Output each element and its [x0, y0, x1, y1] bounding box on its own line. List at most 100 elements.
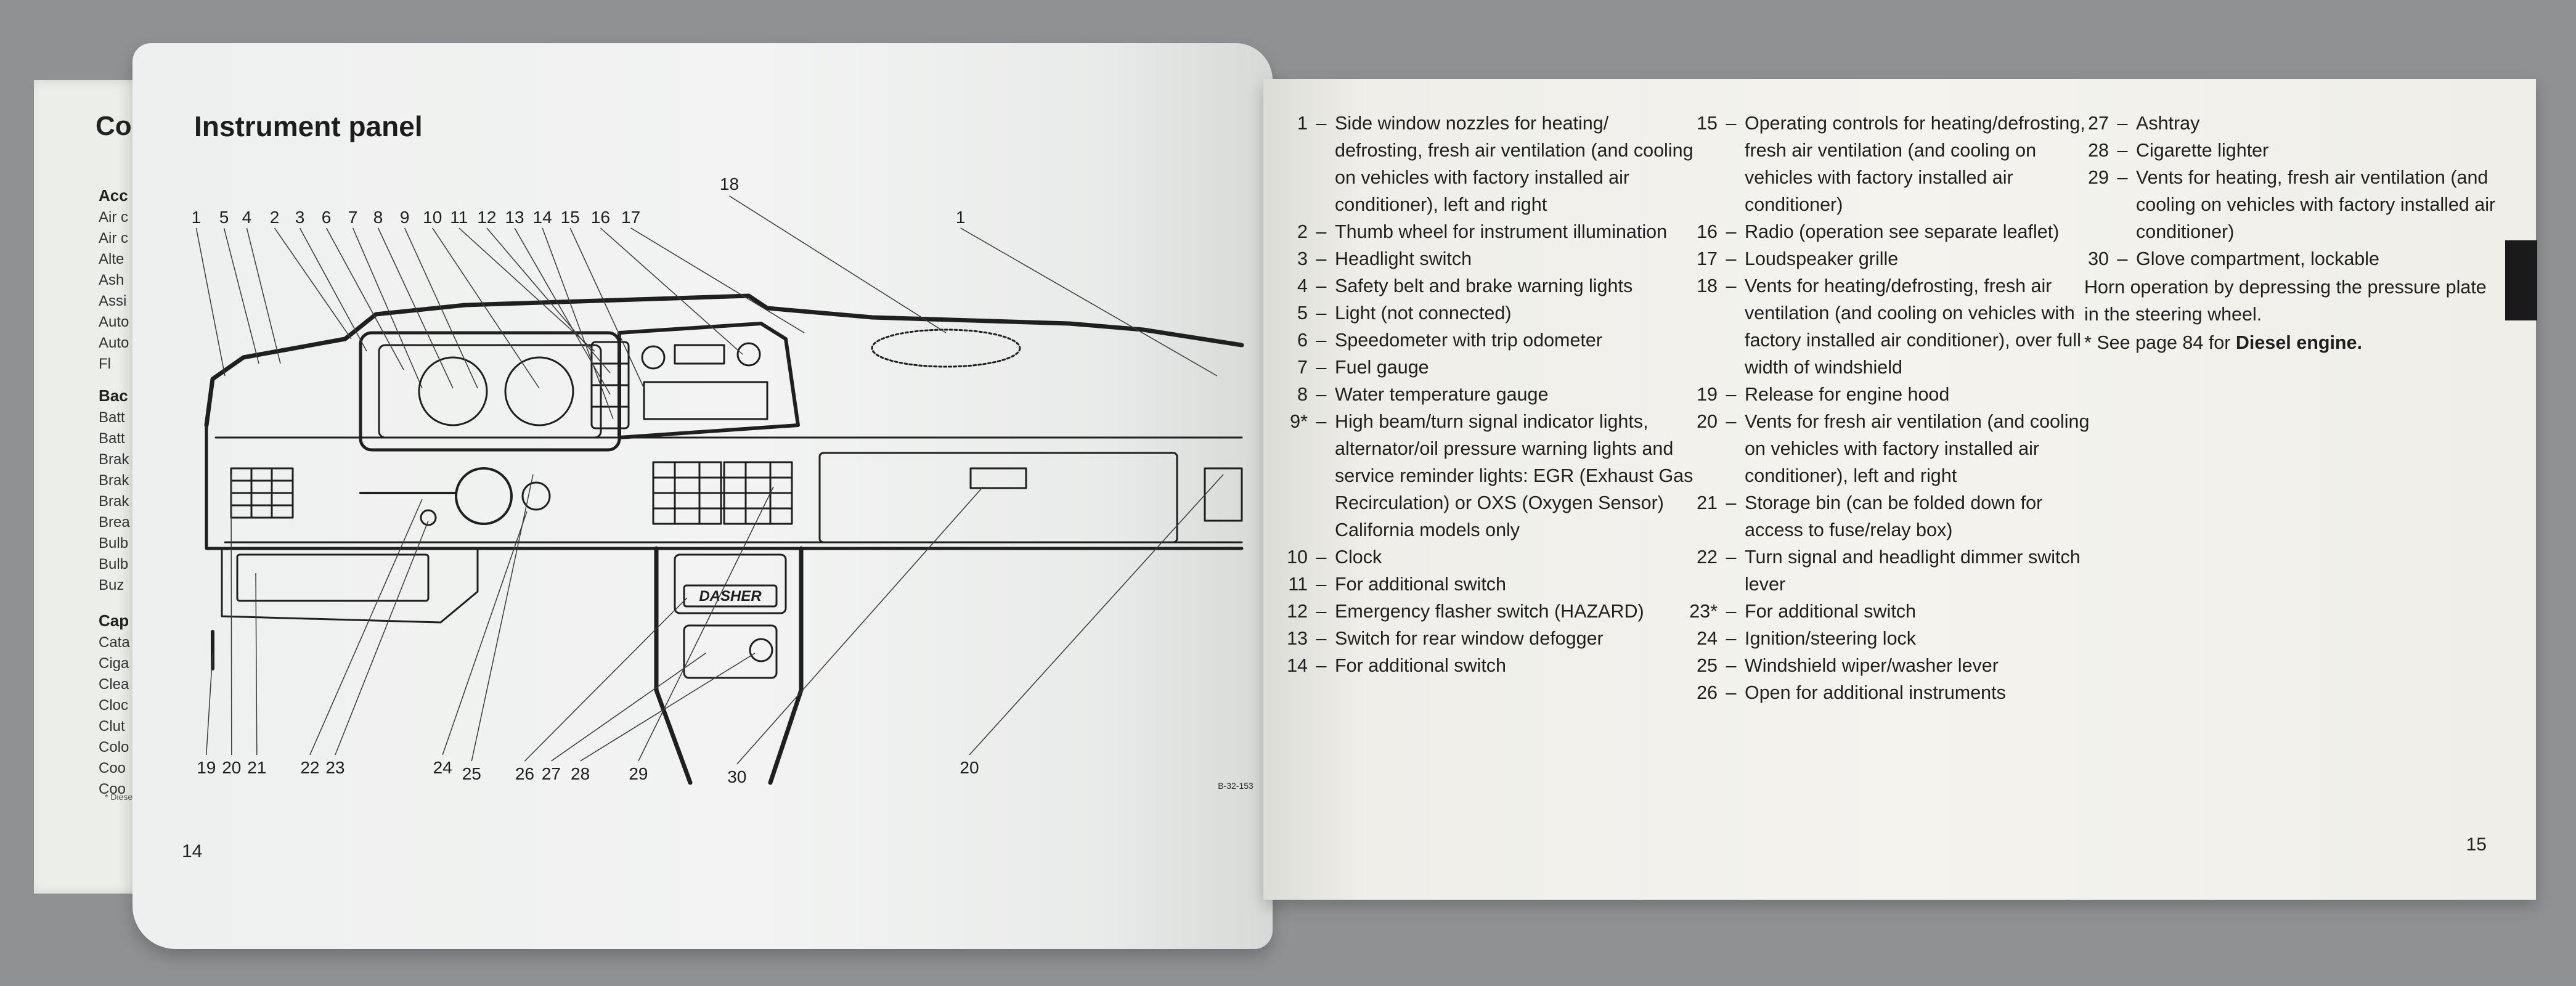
- legend-item: 27–Ashtray: [2077, 110, 2496, 137]
- contents-entry: Batt: [99, 409, 125, 426]
- legend-item: 1–Side window nozzles for heating/ defro…: [1276, 110, 1698, 218]
- loudspeaker-grille: [871, 328, 1021, 368]
- callout-leader: [335, 520, 429, 756]
- callout-number: 20: [960, 758, 979, 777]
- legend-num: 5: [1297, 303, 1308, 324]
- legend-dash: –: [1726, 411, 1737, 432]
- callout-number: 7: [348, 208, 358, 227]
- control-knob: [736, 342, 761, 367]
- contents-entry: Coo: [99, 760, 126, 776]
- page-title: Instrument panel: [194, 110, 423, 142]
- contents-entry: Clea: [99, 676, 129, 693]
- legend-txt: Light (not connected): [1335, 303, 1512, 324]
- legend-item: 10–Clock: [1276, 544, 1698, 571]
- center-console-outline: [654, 546, 693, 785]
- legend-dash: –: [1726, 682, 1737, 703]
- contents-entry: Bulb: [99, 556, 129, 572]
- callout-leader: [736, 486, 984, 765]
- legend-num: 19: [1697, 384, 1718, 405]
- callout-number: 19: [197, 758, 216, 777]
- legend-dash: –: [1316, 357, 1327, 378]
- dash-lower-outline: [205, 423, 1244, 550]
- legend-num: 18: [1697, 275, 1718, 296]
- callout-number: 2: [270, 208, 280, 227]
- legend-num: 28: [2088, 140, 2109, 161]
- callout-number: 9: [400, 208, 410, 227]
- contents-group-head: Cap: [99, 611, 129, 630]
- legend-txt: Vents for fresh air ventilation (and coo…: [1745, 411, 2090, 486]
- contents-entry: Fl: [99, 356, 111, 372]
- legend-txt: Emergency flasher switch (HAZARD): [1335, 601, 1644, 622]
- legend-item: 17–Loudspeaker grille: [1685, 245, 2098, 272]
- contents-group-head: Acc: [99, 186, 128, 205]
- contents-entry: Coo: [99, 781, 126, 797]
- legend-num: 27: [2088, 113, 2109, 134]
- legend-num: 30: [2088, 248, 2109, 269]
- instrument-cluster-face: [378, 344, 602, 439]
- callout-leader: [471, 474, 534, 762]
- legend-item: 2–Thumb wheel for instrument illuminatio…: [1276, 218, 1698, 245]
- callout-number: 1: [956, 208, 966, 227]
- legend-txt: For additional switch: [1745, 601, 1917, 622]
- radio-display: [674, 344, 725, 365]
- callout-leader: [352, 227, 423, 389]
- legend-dash: –: [1726, 248, 1737, 269]
- legend-item: 18–Vents for heating/defrosting, fresh a…: [1685, 272, 2098, 381]
- thumb-index-tab: [2505, 240, 2537, 320]
- contents-entry: Alte: [99, 251, 124, 267]
- diesel-footnote: * See page 84 for Diesel engine.: [2077, 329, 2496, 356]
- legend-txt: Water temperature gauge: [1335, 384, 1549, 405]
- glove-lock: [969, 467, 1027, 489]
- center-console-outline: [768, 546, 804, 785]
- legend-num: 24: [1697, 628, 1718, 649]
- right-page: 1–Side window nozzles for heating/ defro…: [1263, 79, 2537, 900]
- horn-note: Horn operation by depressing the pressur…: [2084, 277, 2487, 325]
- callout-leader: [960, 227, 1218, 377]
- callout-leader: [542, 227, 614, 420]
- contents-footnote: * Diese: [105, 792, 133, 802]
- callout-number: 15: [561, 208, 580, 227]
- callout-number: 25: [462, 764, 481, 783]
- legend-txt: Glove compartment, lockable: [2136, 248, 2379, 269]
- contents-entry: Cata: [99, 634, 130, 651]
- legend-num: 23*: [1689, 601, 1718, 622]
- callout-number: 29: [629, 764, 648, 783]
- legend-dash: –: [2117, 248, 2128, 269]
- ashtray: [683, 624, 778, 679]
- legend-txt: Speedometer with trip odometer: [1335, 330, 1602, 351]
- page-number-right: 15: [2466, 834, 2487, 855]
- legend-item: 3–Headlight switch: [1276, 245, 1698, 272]
- instrument-cluster-housing: [359, 331, 621, 452]
- cigarette-lighter: [749, 638, 773, 662]
- callout-number: 17: [621, 208, 640, 227]
- legend-item: 23*–For additional switch: [1685, 598, 2098, 625]
- contents-entry: Auto: [99, 335, 129, 351]
- legend-num: 22: [1697, 547, 1718, 568]
- storage-bin-lid: [236, 553, 430, 602]
- legend-txt: Safety belt and brake warning lights: [1335, 275, 1633, 296]
- dash-top-outline: [204, 293, 1244, 428]
- legend-dash: –: [1316, 303, 1327, 324]
- contents-entry: Cloc: [99, 697, 129, 714]
- contents-entry: Colo: [99, 739, 129, 756]
- legend-txt: Switch for rear window defogger: [1335, 628, 1604, 649]
- callout-number: 22: [300, 758, 319, 777]
- legend-item: 15–Operating controls for heating/defros…: [1685, 110, 2098, 218]
- contents-entry: Brak: [99, 472, 129, 489]
- callout-leader: [299, 227, 367, 352]
- callout-number: 6: [322, 208, 332, 227]
- legend-num: 21: [1697, 492, 1718, 513]
- ignition-lock: [521, 481, 551, 511]
- legend-item: 5–Light (not connected): [1276, 299, 1698, 327]
- legend-item: 7–Fuel gauge: [1276, 354, 1698, 381]
- legend-item: 24–Ignition/steering lock: [1685, 625, 2098, 652]
- legend-txt: For additional switch: [1335, 574, 1507, 595]
- callout-leader: [230, 474, 232, 756]
- legend-item: 25–Windshield wiper/washer lever: [1685, 652, 2098, 679]
- legend-item: 13–Switch for rear window defogger: [1276, 625, 1698, 652]
- legend-num: 16: [1697, 221, 1718, 242]
- legend-txt: Fuel gauge: [1335, 357, 1429, 378]
